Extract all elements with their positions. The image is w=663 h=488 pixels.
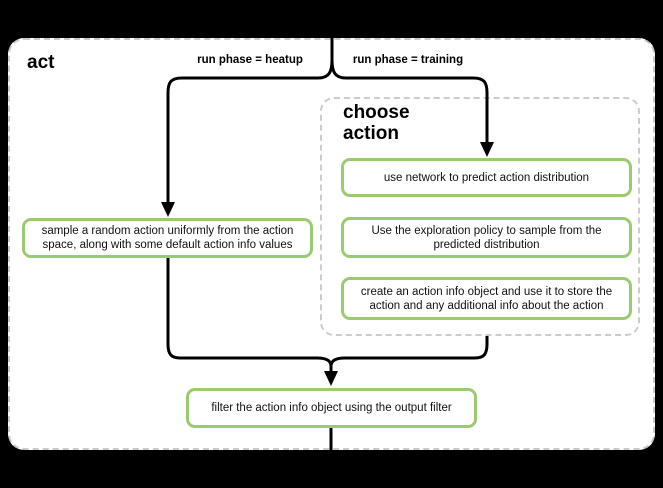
branch-label-heatup: run phase = heatup [197, 54, 303, 66]
branch-label-training: run phase = training [352, 54, 464, 66]
node-filter-output-label: filter the action info object using the … [211, 402, 452, 414]
node-create-action-info-label: create an action info object and use it … [360, 285, 613, 312]
node-create-action-info: create an action info object and use it … [341, 277, 632, 320]
choose-action-title: choose action [343, 102, 410, 144]
node-use-network: use network to predict action distributi… [341, 158, 632, 197]
node-sample-random-action-label: sample a random action uniformly from th… [41, 225, 294, 251]
node-exploration-policy: Use the exploration policy to sample fro… [341, 217, 632, 258]
node-use-network-label: use network to predict action distributi… [383, 171, 590, 184]
node-exploration-policy-label: Use the exploration policy to sample fro… [371, 224, 602, 251]
node-sample-random-action: sample a random action uniformly from th… [22, 218, 313, 258]
node-filter-output: filter the action info object using the … [186, 388, 477, 428]
diagram-title: act [27, 52, 55, 73]
